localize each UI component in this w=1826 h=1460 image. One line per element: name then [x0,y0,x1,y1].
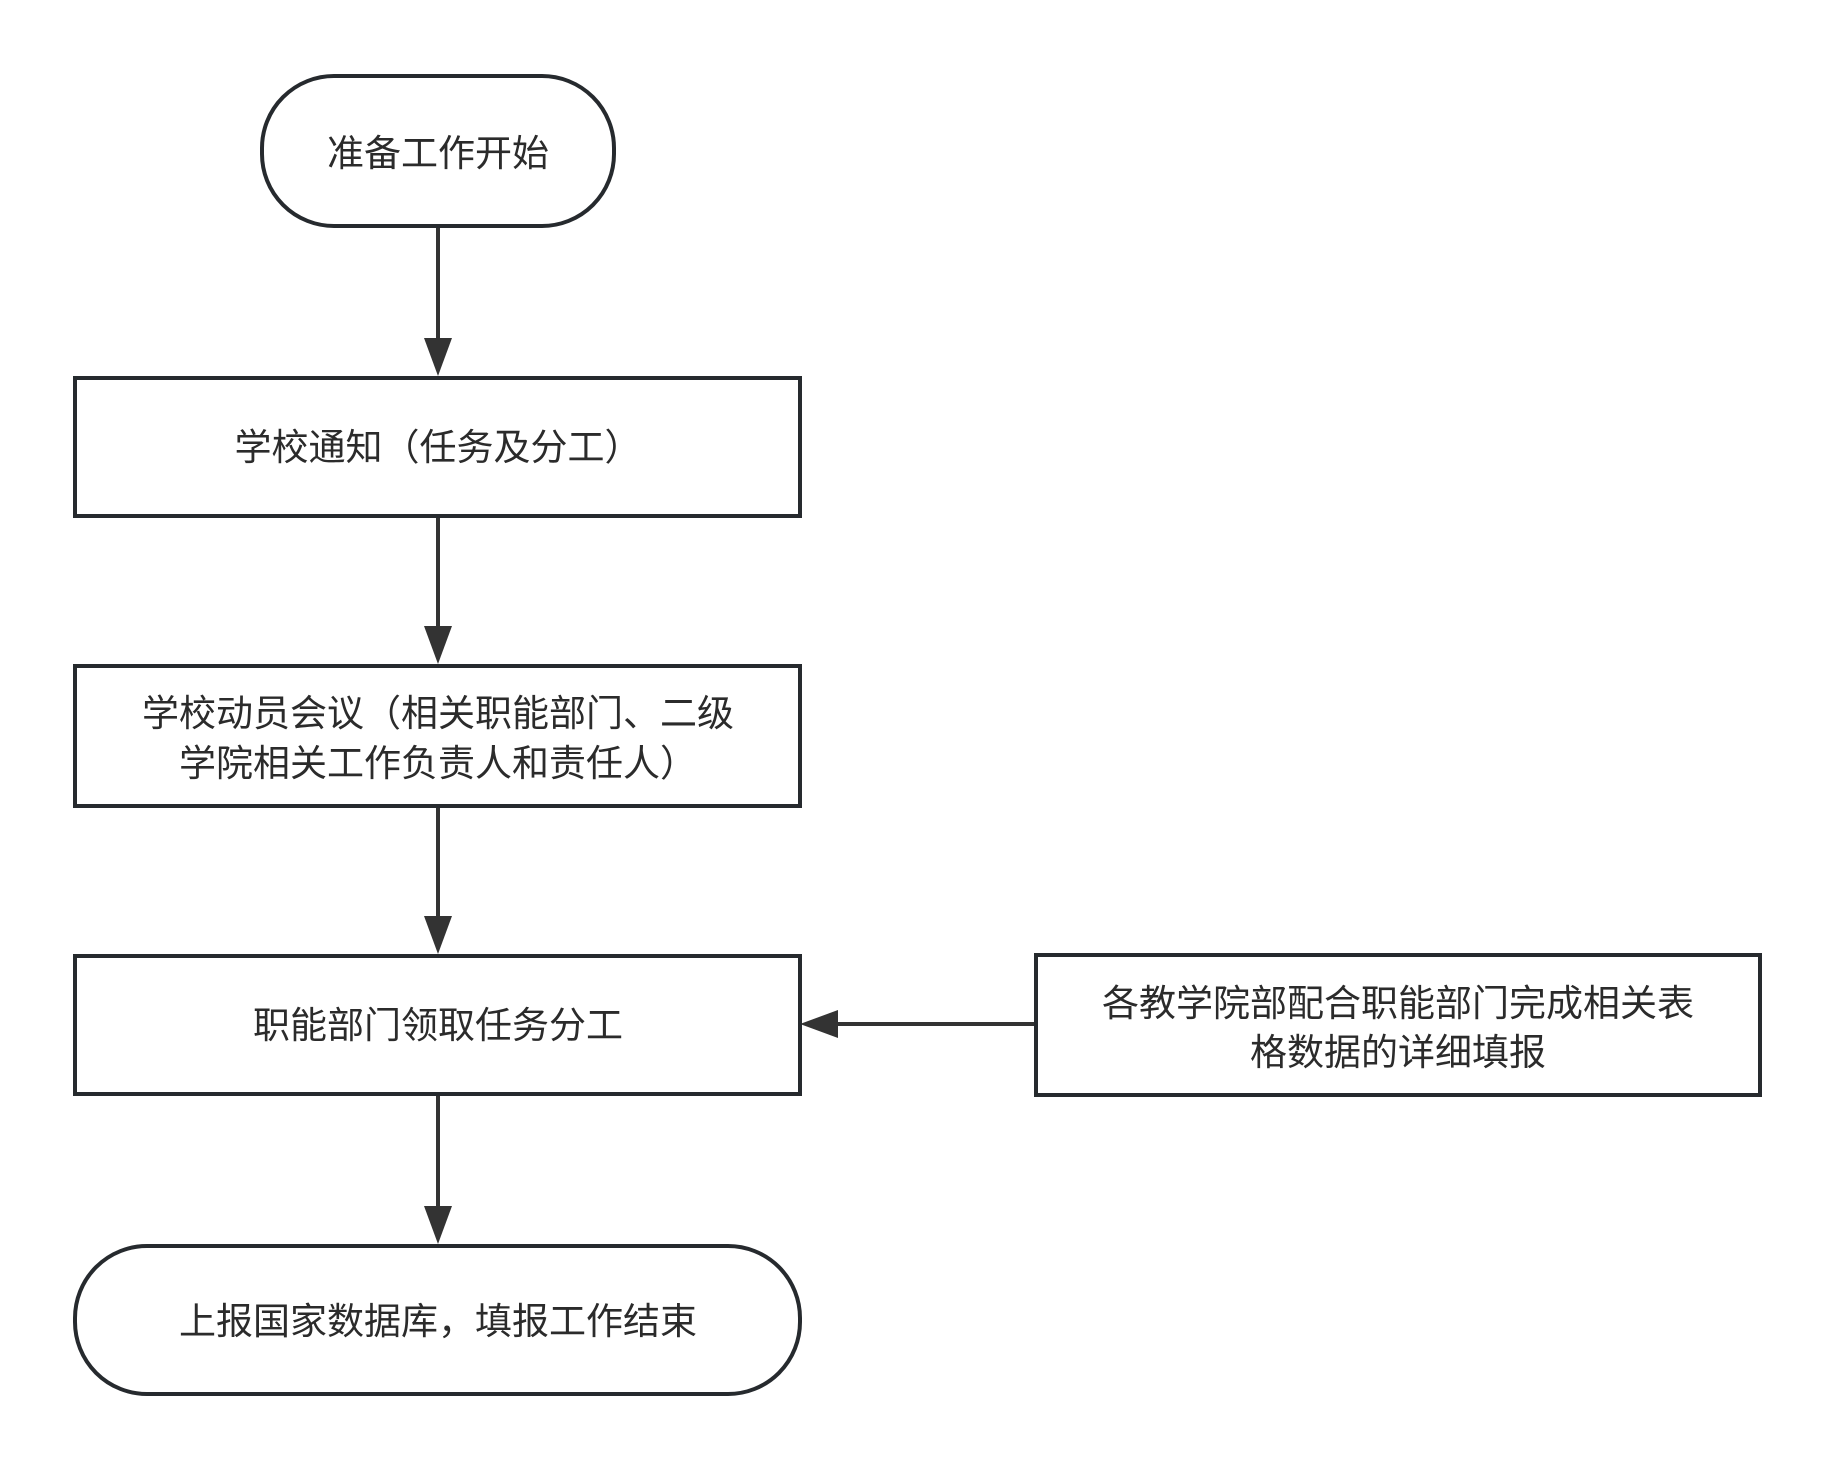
node-meeting-label-line-2: 学院相关工作负责人和责任人） [179,742,697,785]
node-notice[interactable]: 学校通知（任务及分工） [73,376,802,518]
edge-start-to-notice [424,228,452,376]
node-college-label-line-2: 格数据的详细填报 [1250,1031,1546,1074]
node-assign-label: 职能部门领取任务分工 [253,1004,623,1047]
edge-assign-to-end [424,1096,452,1244]
edge-meeting-to-assign [424,806,452,954]
node-end[interactable]: 上报国家数据库，填报工作结束 [73,1244,802,1396]
node-start-label: 准备工作开始 [327,132,549,175]
node-end-label: 上报国家数据库，填报工作结束 [179,1300,697,1343]
node-college[interactable]: 各教学院部配合职能部门完成相关表 格数据的详细填报 [1034,953,1762,1097]
node-notice-label: 学校通知（任务及分工） [235,426,642,469]
node-assign[interactable]: 职能部门领取任务分工 [73,954,802,1096]
edge-notice-to-meeting [424,516,452,664]
node-start[interactable]: 准备工作开始 [260,74,616,228]
edges [424,228,1036,1244]
node-meeting-label-line-1: 学校动员会议（相关职能部门、二级 [142,692,734,735]
edge-college-to-assign [800,1010,1036,1038]
node-college-label-line-1: 各教学院部配合职能部门完成相关表 [1102,982,1694,1025]
node-meeting[interactable]: 学校动员会议（相关职能部门、二级 学院相关工作负责人和责任人） [73,664,802,808]
